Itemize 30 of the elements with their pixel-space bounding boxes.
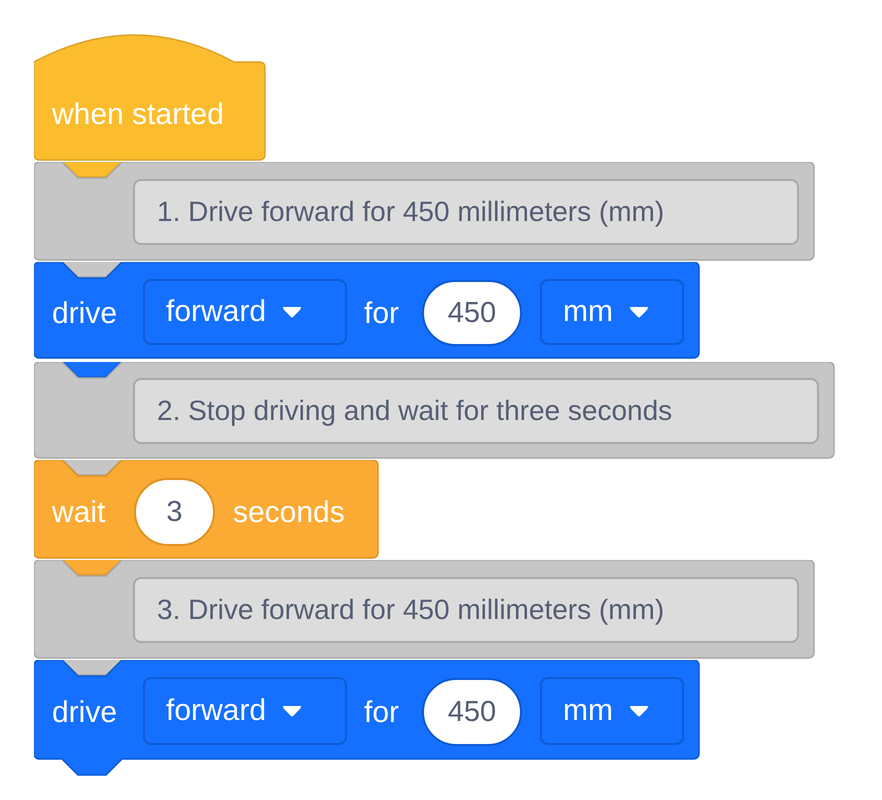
dropdown-value: mm <box>563 295 613 329</box>
block-label: when started <box>52 100 224 130</box>
drive-block <box>34 262 701 360</box>
block-label: seconds <box>233 498 345 528</box>
number-value: 3 <box>166 496 183 528</box>
block-label: drive <box>52 698 118 728</box>
number-value: 450 <box>448 696 496 728</box>
number-value: 450 <box>448 296 496 330</box>
dropdown-field <box>143 279 347 345</box>
block-label: drive <box>52 299 118 329</box>
dropdown-value: forward <box>166 694 266 728</box>
comment-field <box>133 179 799 245</box>
dropdown-field <box>143 677 347 745</box>
comment-text: 2. Stop driving and wait for three seconds <box>157 395 672 427</box>
comment-field <box>133 577 799 643</box>
dropdown-field <box>540 279 684 345</box>
wait-block <box>34 460 380 560</box>
block-label: wait <box>52 498 106 528</box>
comment-block <box>34 362 836 460</box>
dropdown-value: forward <box>166 295 266 329</box>
comment-field <box>133 378 819 444</box>
block-label: for <box>364 299 400 329</box>
dropdown-field <box>540 677 684 745</box>
comment-block <box>34 162 816 262</box>
drive-block <box>34 660 701 777</box>
block-label: for <box>364 698 400 728</box>
dropdown-value: mm <box>563 694 613 728</box>
comment-block <box>34 560 816 660</box>
comment-text: 1. Drive forward for 450 millimeters (mm) <box>157 196 664 228</box>
comment-text: 3. Drive forward for 450 millimeters (mm) <box>157 594 664 626</box>
